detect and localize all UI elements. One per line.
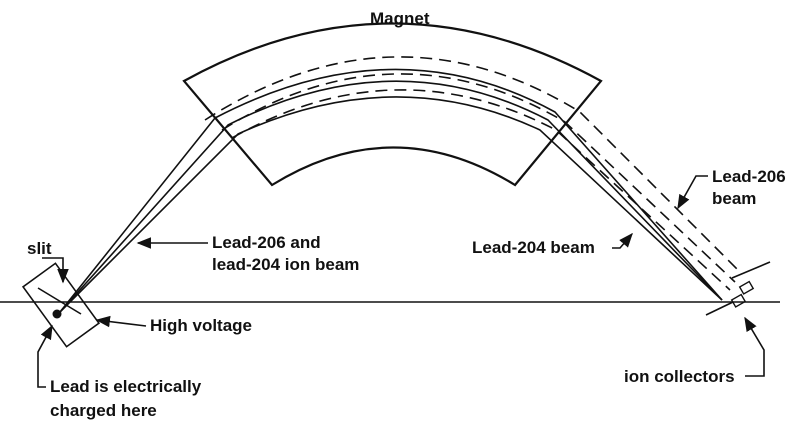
- collectors-arrow: [744, 316, 765, 377]
- source-chamber: [21, 262, 101, 348]
- combined-ion-beam: [59, 68, 723, 313]
- lead-204-arrow: [612, 232, 633, 249]
- charge-label-line2: charged here: [50, 401, 157, 420]
- collector-cup-1: [738, 280, 755, 295]
- combined-beam-label-line2: lead-204 ion beam: [212, 255, 359, 274]
- lead-206-beam-paths: [204, 56, 741, 291]
- lead-204-beam-label: Lead-204 beam: [472, 238, 595, 257]
- magnet: [182, 22, 603, 187]
- ion-collectors: [705, 261, 771, 316]
- collector-slit-lower: [705, 301, 734, 316]
- high-voltage-label: High voltage: [150, 316, 252, 335]
- combined-beam-label-line1: Lead-206 and: [212, 233, 321, 252]
- lead-206-label-line2: beam: [712, 189, 756, 208]
- leader-arrows: [37, 175, 765, 388]
- slit-label: slit: [27, 239, 52, 258]
- slit-arrow: [42, 257, 69, 284]
- charge-arrow: [37, 324, 53, 388]
- lead-206-label-line1: Lead-206: [712, 167, 786, 186]
- charge-label-line1: Lead is electrically: [50, 377, 202, 396]
- magnet-label: Magnet: [370, 9, 430, 28]
- lead-206-arrow: [677, 175, 708, 210]
- collector-slit-upper: [731, 261, 771, 279]
- slit: [37, 287, 82, 315]
- ion-source: [21, 262, 101, 348]
- collector-cup-2: [730, 293, 747, 308]
- lead-sample-dot: [52, 309, 62, 319]
- high-voltage-arrow: [95, 315, 147, 328]
- ion-collectors-label: ion collectors: [624, 367, 735, 386]
